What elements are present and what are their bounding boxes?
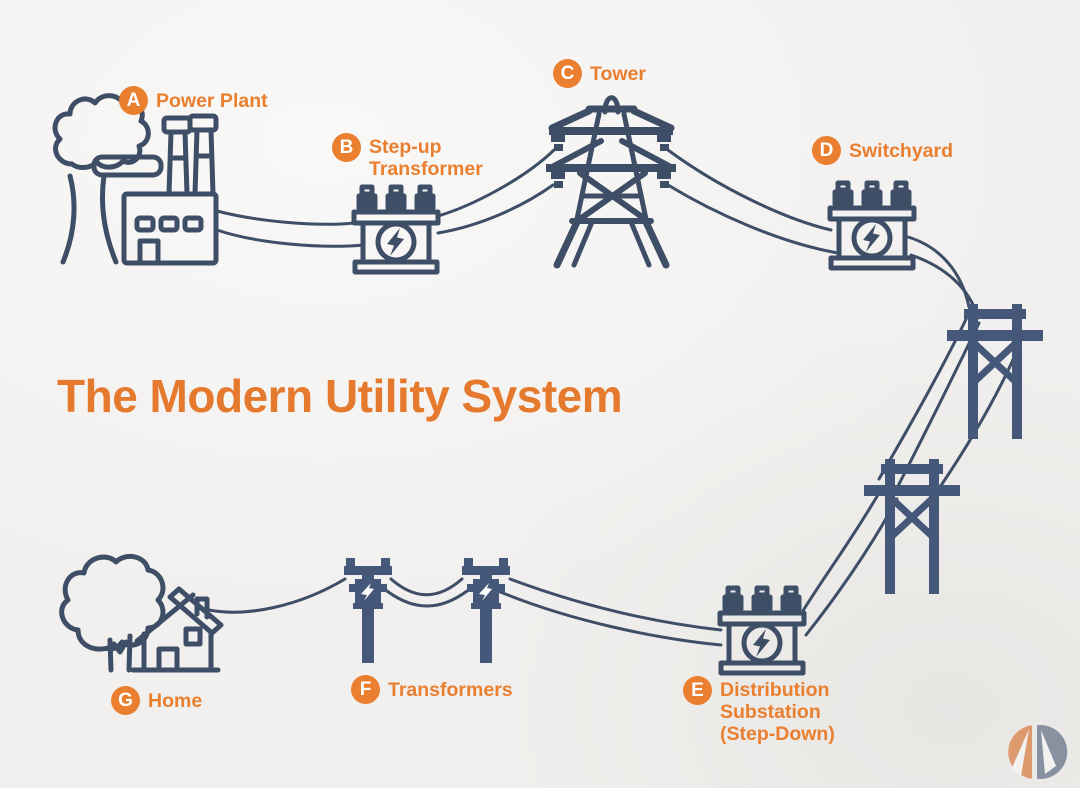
power-plant-icon bbox=[52, 93, 219, 266]
pole-transformers-icon bbox=[344, 558, 510, 663]
node-label-switchyard: D Switchyard bbox=[812, 136, 953, 165]
home-icon bbox=[59, 553, 224, 673]
node-label-power-plant: A Power Plant bbox=[119, 86, 268, 115]
label-line: Substation bbox=[720, 701, 821, 723]
node-label-home: G Home bbox=[111, 686, 202, 715]
label-line: Step-up bbox=[369, 136, 442, 158]
node-badge-b: B bbox=[332, 133, 361, 162]
node-label-tower: C Tower bbox=[553, 59, 646, 88]
distribution-substation-icon bbox=[720, 588, 804, 673]
step-up-transformer-icon bbox=[354, 187, 438, 272]
node-badge-g: G bbox=[111, 686, 140, 715]
brand-logo-icon bbox=[1008, 725, 1068, 779]
node-badge-e: E bbox=[683, 676, 712, 705]
node-badge-f: F bbox=[351, 675, 380, 704]
node-label-text: Step-up Transformer bbox=[369, 136, 483, 180]
node-badge-a: A bbox=[119, 86, 148, 115]
label-line: Distribution bbox=[720, 679, 830, 701]
page-title: The Modern Utility System bbox=[57, 370, 623, 422]
node-label-text: Home bbox=[148, 689, 203, 712]
node-label-transformers: F Transformers bbox=[351, 675, 513, 704]
node-label-text: Tower bbox=[590, 62, 646, 85]
transmission-tower-icon bbox=[546, 95, 676, 269]
node-label-step-up-transformer: B Step-up Transformer bbox=[332, 133, 483, 180]
node-label-distribution-substation: E Distribution Substation (Step-Down) bbox=[683, 676, 835, 745]
node-label-text: Distribution Substation (Step-Down) bbox=[720, 679, 835, 745]
switchyard-transformer-icon bbox=[830, 183, 914, 268]
node-badge-c: C bbox=[553, 59, 582, 88]
node-badge-d: D bbox=[812, 136, 841, 165]
label-line: Transformer bbox=[369, 158, 483, 180]
label-line: (Step-Down) bbox=[720, 723, 835, 745]
node-label-text: Transformers bbox=[388, 678, 513, 701]
h-frame-pole-upper-icon bbox=[947, 304, 1043, 439]
node-label-text: Switchyard bbox=[849, 139, 954, 162]
node-label-text: Power Plant bbox=[156, 89, 268, 112]
power-lines bbox=[207, 148, 1021, 647]
